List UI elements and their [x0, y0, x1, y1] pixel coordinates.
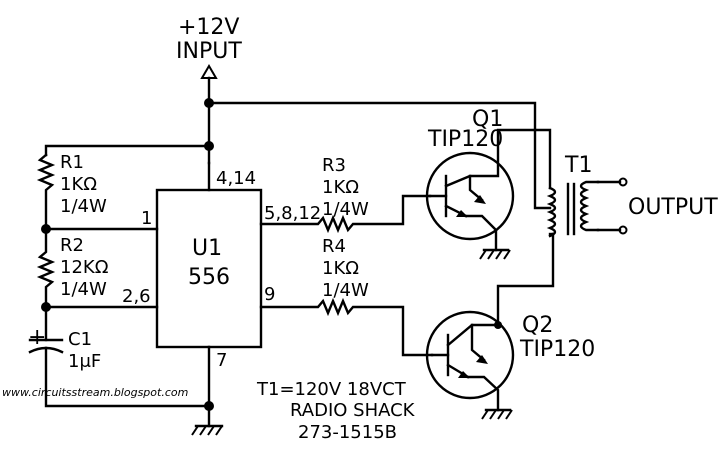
ic-pin-gnd: 7: [216, 350, 227, 371]
input-voltage-label: +12V: [178, 15, 239, 40]
r2-name: R2: [60, 235, 84, 256]
r2-value: 12KΩ: [60, 257, 109, 278]
c1-value: 1μF: [68, 351, 101, 372]
q2-name: Q2: [522, 313, 553, 338]
t1-secondary-coil: [579, 180, 600, 232]
r1-name: R1: [60, 152, 84, 173]
ic-u1: U1 556 4,14 1 2,6 5,8,12 9 7: [122, 161, 321, 428]
q2-part: TIP120: [519, 337, 595, 362]
ground-icon: [479, 248, 511, 260]
wire-transformer-top: [533, 128, 552, 210]
c1-name: C1: [68, 329, 92, 350]
q1-name: Q1: [472, 107, 503, 132]
t1-name: T1: [564, 153, 592, 178]
r4-name: R4: [322, 236, 346, 257]
r2-power: 1/4W: [60, 279, 107, 300]
ic-pin-1: 1: [141, 208, 152, 229]
output-label: OUTPUT: [628, 195, 718, 220]
transistor-q1: Q1 TIP120: [425, 107, 537, 252]
c1-lead-bottom: [44, 346, 211, 408]
ground-icon: [481, 408, 513, 420]
q1-emitter-wire: [464, 214, 498, 252]
ic-pin-out-a: 5,8,12: [264, 203, 321, 224]
ic-pin-power: 4,14: [216, 168, 256, 189]
note-line-1: T1=120V 18VCT: [256, 379, 407, 400]
watermark: www.circuitsstream.blogspot.com: [2, 386, 188, 399]
r3-value: 1KΩ: [322, 177, 359, 198]
ic-part: 556: [188, 265, 230, 290]
q1-body: [425, 151, 515, 241]
r4-wire: [259, 297, 434, 357]
r1-power: 1/4W: [60, 196, 107, 217]
resistor-r3: R3 1KΩ 1/4W: [259, 155, 432, 234]
r4-power: 1/4W: [322, 280, 369, 301]
wire-to-r1: [44, 144, 211, 157]
output-terminal: [618, 225, 628, 235]
input-terminal-arrow: [200, 64, 218, 79]
ic-pin-out-b: 9: [264, 284, 275, 305]
input-label: INPUT: [176, 39, 242, 64]
q1-collector-wire: [444, 128, 537, 188]
resistor-r4: R4 1KΩ 1/4W: [259, 236, 434, 357]
transformer-t1: T1: [546, 153, 628, 238]
q2-collector-wire: [446, 232, 555, 347]
c1-polarity: +: [28, 325, 46, 350]
note-line-3: 273-1515B: [298, 422, 397, 443]
ground-icon: [191, 424, 224, 436]
ic-pin-26: 2,6: [122, 286, 151, 307]
r2-zigzag: [36, 227, 56, 309]
r3-wire: [259, 194, 432, 234]
r3-power: 1/4W: [322, 199, 369, 220]
q2-emitter-wire: [466, 375, 500, 412]
resistor-r1: R1 1KΩ 1/4W: [36, 152, 107, 231]
r1-value: 1KΩ: [60, 174, 97, 195]
transistor-q2: Q2 TIP120: [425, 232, 595, 412]
q1-part: TIP120: [427, 127, 503, 152]
power-input: +12V INPUT: [176, 15, 242, 79]
resistor-r2: R2 12KΩ 1/4W: [36, 227, 109, 309]
junction-dot: [204, 401, 214, 411]
t1-primary-coil: [546, 186, 557, 238]
transformer-note: T1=120V 18VCT RADIO SHACK 273-1515B: [256, 379, 416, 443]
q2-body: [425, 310, 515, 400]
output-terminal: [618, 177, 628, 187]
ic-name: U1: [192, 236, 222, 261]
r1-zigzag: [36, 153, 56, 231]
r4-value: 1KΩ: [322, 258, 359, 279]
r3-name: R3: [322, 155, 346, 176]
capacitor-c1: + C1 1μF: [28, 305, 211, 408]
note-line-2: RADIO SHACK: [290, 400, 416, 421]
